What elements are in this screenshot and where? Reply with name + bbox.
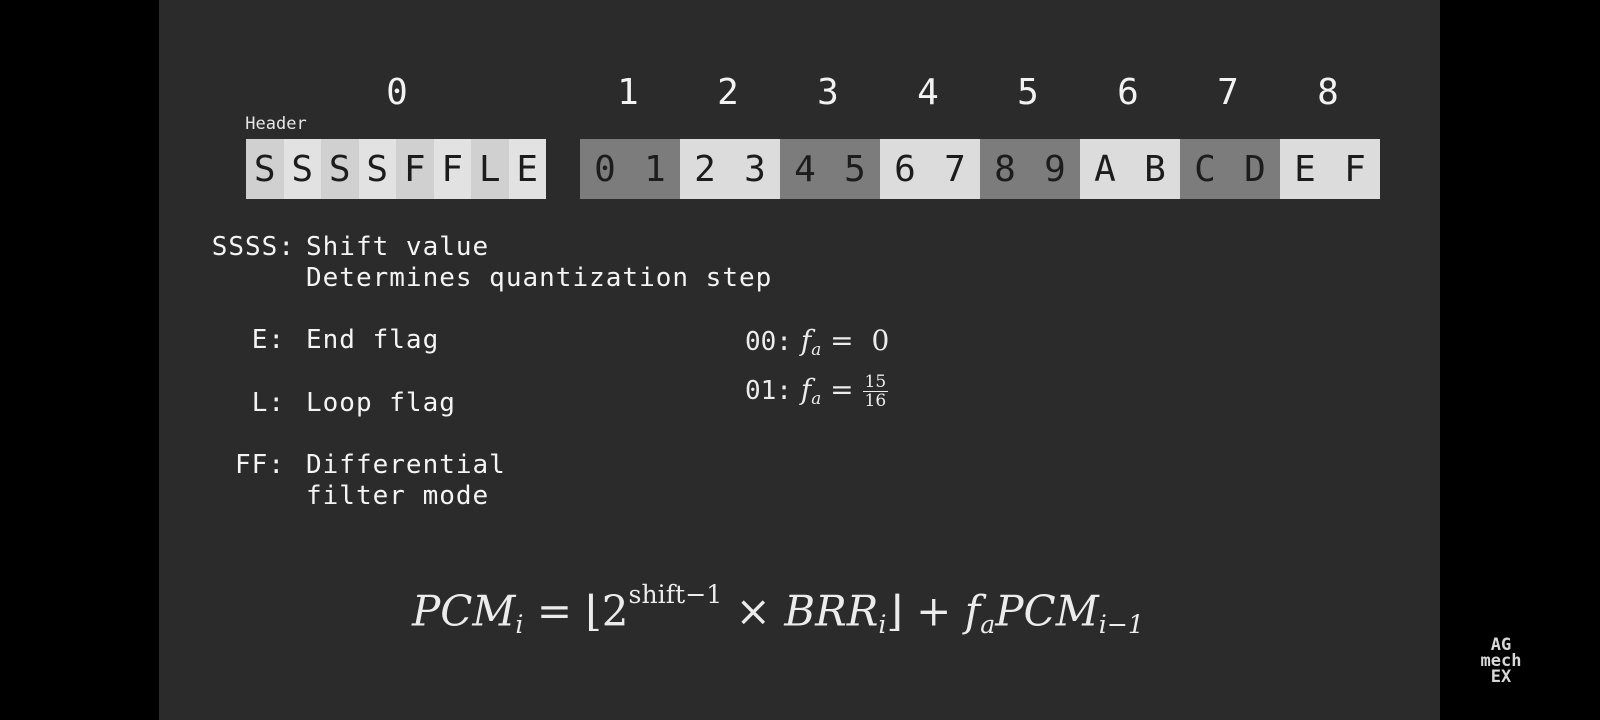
header-bit-cell: L <box>471 139 509 199</box>
filter-01-numerator: 15 <box>862 372 889 392</box>
slide-frame <box>159 0 1440 720</box>
ssss-key: SSSS: <box>211 232 295 262</box>
ff-description: Differential <box>306 450 506 480</box>
e-description: End flag <box>306 325 440 355</box>
filter-00-symbol: f <box>800 324 812 357</box>
header-bit-cell: S <box>358 139 396 199</box>
nibble-cell: C <box>1180 139 1230 199</box>
formula-equals: = <box>536 586 573 636</box>
pcm-formula: PCMi = ⌊2shift−1 × BRRi⌋ + faPCMi−1 <box>412 580 1144 639</box>
formula-exponent: shift−1 <box>628 580 723 609</box>
filter-01-equals: = <box>830 373 854 406</box>
filter-01-subscript: a <box>811 388 822 409</box>
e-key: E: <box>251 325 285 355</box>
nibble-cell: 9 <box>1030 139 1080 199</box>
filter-00-value: 0 <box>871 324 890 357</box>
formula-rfloor: ⌋ <box>886 586 903 636</box>
filter-01-symbol: f <box>800 373 812 406</box>
formula-fa-sub: a <box>980 610 996 640</box>
filter-00-subscript: a <box>811 339 822 360</box>
header-bit-cell: F <box>396 139 434 199</box>
filter-01-code: 01: <box>745 376 792 406</box>
byte-number-3: 3 <box>817 72 839 113</box>
ff-description-2: filter mode <box>306 481 490 511</box>
nibble-cell: F <box>1330 139 1380 199</box>
nibble-cell: 4 <box>780 139 830 199</box>
formula-prev-sub: i−1 <box>1098 610 1144 640</box>
byte-number-2: 2 <box>717 72 739 113</box>
nibble-cell: 3 <box>730 139 780 199</box>
byte-number-1: 1 <box>617 72 639 113</box>
header-bit-cell: F <box>433 139 471 199</box>
formula-brr-sub: i <box>878 610 887 640</box>
ssss-description-2: Determines quantization step <box>306 263 773 293</box>
byte-number-5: 5 <box>1017 72 1039 113</box>
byte-number-0: 0 <box>386 72 408 113</box>
nibble-cell: 1 <box>630 139 680 199</box>
nibble-cell: D <box>1230 139 1280 199</box>
formula-plus: + <box>916 586 952 636</box>
header-bit-cell: S <box>283 139 321 199</box>
nibble-cell: B <box>1130 139 1180 199</box>
l-description: Loop flag <box>306 388 456 418</box>
nibble-cell: 8 <box>980 139 1030 199</box>
filter-00-code: 00: <box>745 327 792 357</box>
formula-brr: BRR <box>784 586 879 636</box>
formula-lhs: PCM <box>412 586 516 636</box>
header-bit-cell: S <box>246 139 284 199</box>
byte-number-6: 6 <box>1117 72 1139 113</box>
formula-base: 2 <box>601 586 629 636</box>
ff-key: FF: <box>235 450 285 480</box>
formula-lfloor: ⌊ <box>585 586 602 636</box>
nibble-cell: 2 <box>680 139 730 199</box>
filter-01-fraction: 15 16 <box>862 372 889 411</box>
formula-fa: f <box>964 586 981 636</box>
formula-lhs-sub: i <box>515 610 524 640</box>
byte-number-7: 7 <box>1217 72 1239 113</box>
logo-line-2: mech <box>1480 651 1522 671</box>
ssss-description: Shift value <box>306 232 490 262</box>
formula-prev: PCM <box>995 586 1099 636</box>
nibble-cell: A <box>1080 139 1130 199</box>
nibble-cell: E <box>1280 139 1330 199</box>
nibble-cell: 0 <box>580 139 630 199</box>
header-bit-cell: S <box>321 139 359 199</box>
byte-number-8: 8 <box>1317 72 1339 113</box>
formula-times: × <box>735 586 771 636</box>
l-key: L: <box>251 388 285 418</box>
filter-01-denominator: 16 <box>864 391 887 411</box>
nibble-cell: 5 <box>830 139 880 199</box>
logo-line-1: AG <box>1490 635 1512 655</box>
nibble-cell: 6 <box>880 139 930 199</box>
header-bit-cell: E <box>508 139 546 199</box>
logo-line-3: EX <box>1490 667 1512 687</box>
filter-00: 00: fa = 0 <box>745 324 889 359</box>
nibble-cell: 7 <box>930 139 980 199</box>
header-label: Header <box>245 114 307 134</box>
agmechex-logo: AG mech EX <box>1471 635 1531 687</box>
byte-number-4: 4 <box>917 72 939 113</box>
filter-01: 01: fa = 15 16 <box>745 372 889 411</box>
filter-00-equals: = <box>830 324 854 357</box>
